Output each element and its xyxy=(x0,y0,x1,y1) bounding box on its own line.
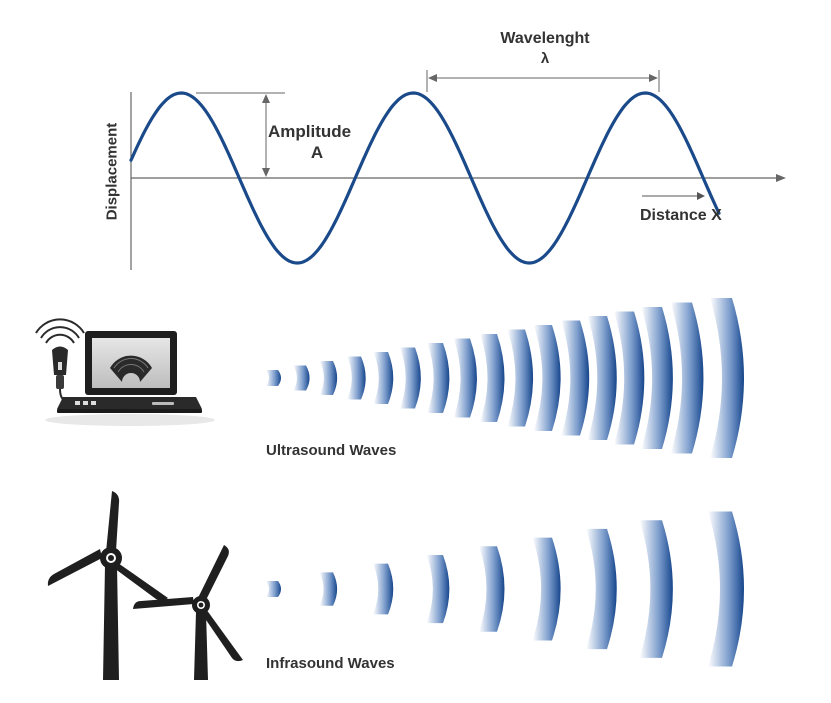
ultrasound-wave-band xyxy=(670,302,704,454)
infrasound-wave-band xyxy=(319,572,338,606)
infrasound-wave-band xyxy=(639,520,673,658)
ultrasound-wave-band xyxy=(347,356,366,400)
wave-graph xyxy=(129,70,786,270)
distance-arrow-head xyxy=(697,192,705,200)
amplitude-symbol: A xyxy=(310,143,324,162)
ultrasound-wave-band xyxy=(533,325,561,431)
y-axis-label: Displacement xyxy=(103,122,121,221)
ultrasound-wave-band xyxy=(266,370,281,386)
ultrasound-wave-band xyxy=(319,361,338,395)
x-axis-label: Distance X xyxy=(640,207,722,224)
infrasound-wave-band xyxy=(266,581,281,597)
ultrasound-wave-band xyxy=(399,347,421,409)
ultrasound-wave-band xyxy=(427,343,450,413)
wavelength-label: Wavelenght xyxy=(500,30,590,47)
infrasound-label: Infrasound Waves xyxy=(266,655,395,672)
ultrasound-machine-icon xyxy=(35,318,215,426)
amplitude-arrow-up xyxy=(262,94,270,103)
ultrasound-wave-band xyxy=(587,316,617,440)
x-axis-arrowhead xyxy=(776,174,786,182)
ultrasound-wave-band xyxy=(710,298,744,458)
ultrasound-wave-band xyxy=(641,307,673,449)
infrasound-wave-band xyxy=(426,554,450,624)
ultrasound-wave-band xyxy=(613,311,645,445)
sine-wave xyxy=(129,91,721,265)
wavelength-symbol: λ xyxy=(540,50,550,67)
wind-turbine-icon xyxy=(47,491,243,680)
amplitude-arrow-down xyxy=(262,168,270,177)
ultrasound-wave-band xyxy=(453,338,477,418)
amplitude-label: Amplitude xyxy=(268,122,352,141)
ultrasound-wave-band xyxy=(293,365,310,391)
infrasound-wave-band xyxy=(479,546,505,632)
infrasound-wave-bands xyxy=(266,511,744,667)
ultrasound-label: Ultrasound Waves xyxy=(266,442,397,459)
ultrasound-wave-band xyxy=(507,329,534,427)
infrasound-wave-band xyxy=(532,537,561,641)
ultrasound-wave-band xyxy=(480,334,505,422)
infrasound-wave-band xyxy=(373,563,394,615)
wavelength-arrow-left xyxy=(428,74,437,82)
wavelength-arrow-right xyxy=(649,74,658,82)
ultrasound-wave-bands xyxy=(266,298,744,458)
infrasound-wave-band xyxy=(708,511,744,667)
ultrasound-wave-band xyxy=(561,320,590,436)
infrasound-wave-band xyxy=(586,528,617,650)
ultrasound-wave-band xyxy=(373,352,394,404)
